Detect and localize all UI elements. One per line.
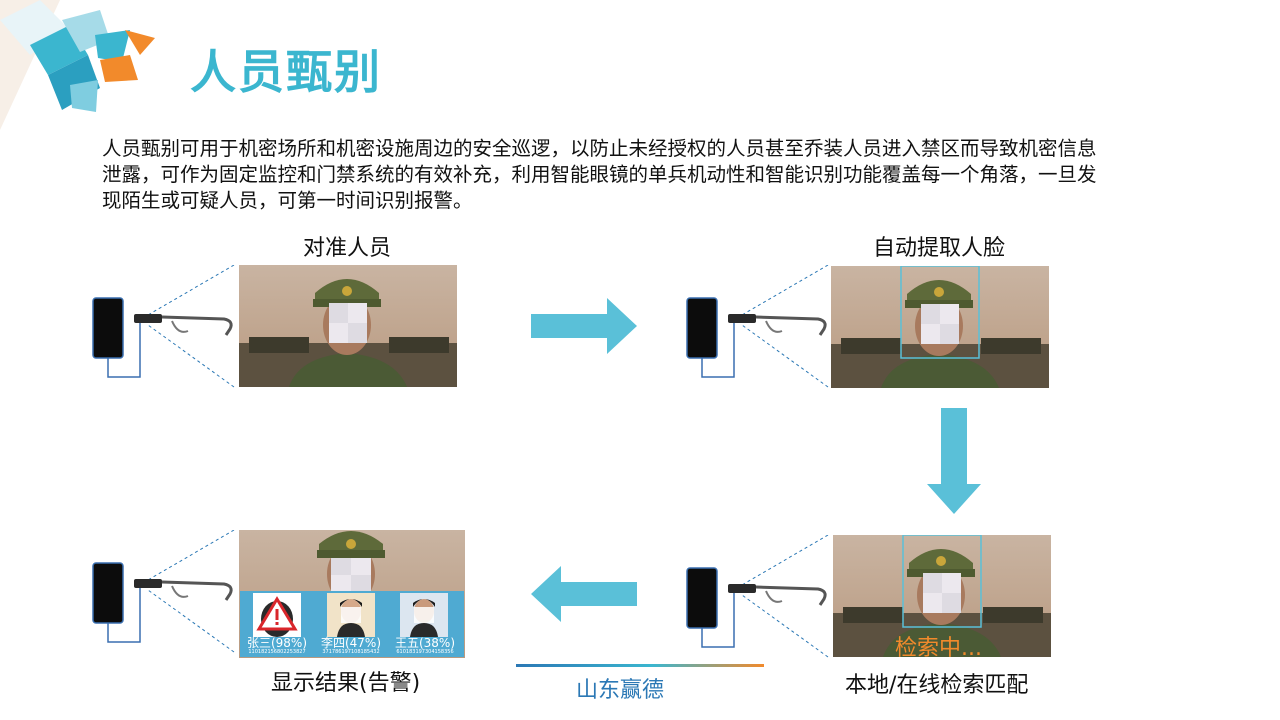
arrow-left-icon xyxy=(531,566,637,622)
phone-icon xyxy=(686,297,718,359)
phone-icon xyxy=(92,297,124,359)
step-label-result: 显示结果(告警) xyxy=(271,671,421,696)
intro-paragraph: 人员甄别可用于机密场所和机密设施周边的安全巡逻，以防止未经授权的人员甚至乔装人员… xyxy=(102,137,1097,212)
warning-icon xyxy=(253,593,301,637)
photo-soldier-1 xyxy=(239,265,457,387)
phone-glasses-unit-2 xyxy=(686,265,829,388)
result-name-3: 王五(38%) xyxy=(394,636,456,650)
smart-glasses-icon xyxy=(728,314,827,336)
result-card-1[interactable] xyxy=(253,593,301,637)
face-avatar-icon xyxy=(327,593,375,637)
arrow-down-icon xyxy=(927,408,981,514)
result-card-2[interactable] xyxy=(327,593,375,637)
page-title: 人员甄别 xyxy=(190,45,382,99)
match-results-panel: 张三(98%) 李四(47%) 王五(38%) 1101821568022538… xyxy=(240,591,464,657)
phone-icon xyxy=(686,567,718,629)
step-label-extract: 自动提取人脸 xyxy=(873,236,1006,261)
phone-icon xyxy=(92,562,124,624)
arrow-right-icon xyxy=(531,298,637,354)
face-detect-box xyxy=(900,266,980,359)
face-detect-box xyxy=(902,535,982,628)
step-label-aim: 对准人员 xyxy=(303,236,392,261)
logo-mark-icon xyxy=(0,0,155,130)
result-id-2: 371786197108185432 xyxy=(322,649,380,655)
footer-divider xyxy=(516,664,764,667)
phone-glasses-unit-1 xyxy=(92,265,235,388)
result-id-1: 110182156802253827 xyxy=(248,649,306,655)
footer-brand: 山东赢德 xyxy=(576,678,665,703)
search-status: 检索中... xyxy=(895,636,982,661)
smart-glasses-icon xyxy=(134,579,233,601)
phone-glasses-unit-4 xyxy=(92,530,235,653)
result-name-1: 张三(98%) xyxy=(246,636,308,650)
photo-soldier-3 xyxy=(833,535,1051,657)
result-card-3[interactable] xyxy=(400,593,448,637)
face-avatar-icon xyxy=(400,593,448,637)
smart-glasses-icon xyxy=(134,314,233,336)
photo-soldier-2 xyxy=(831,266,1049,388)
step-label-search: 本地/在线检索匹配 xyxy=(845,673,1029,698)
smart-glasses-icon xyxy=(728,584,827,606)
result-name-2: 李四(47%) xyxy=(320,636,382,650)
phone-glasses-unit-3 xyxy=(686,535,829,658)
result-id-3: 610183197304158356 xyxy=(396,649,454,655)
